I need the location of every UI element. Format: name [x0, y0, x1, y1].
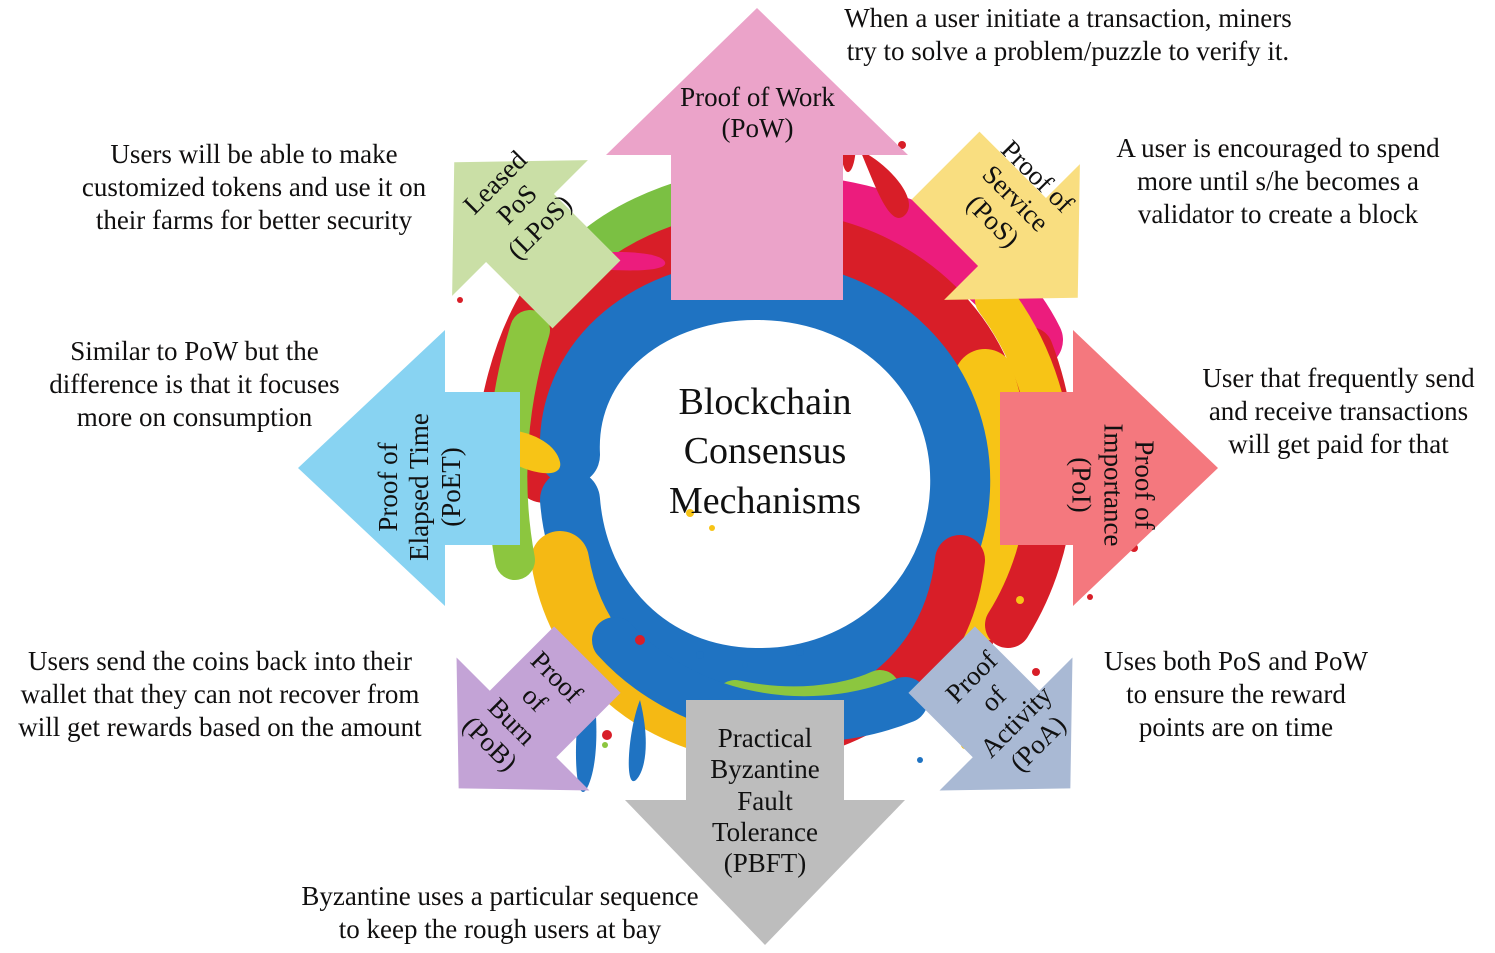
note-pob-line-3: will get rewards based on the amount	[18, 711, 422, 742]
note-poa: Uses both PoS and PoW to ensure the rewa…	[1076, 645, 1396, 744]
note-pbft-line-1: Byzantine uses a particular sequence	[301, 881, 699, 911]
note-pos-line-2: more until s/he becomes a	[1137, 165, 1419, 196]
note-pbft-line-2: to keep the rough users at bay	[338, 913, 662, 944]
center-title: Blockchain Consensus Mechanisms	[600, 378, 930, 526]
note-pow: When a user initiate a transaction, mine…	[818, 2, 1318, 68]
note-pos-line-1: A user is encouraged to spend	[1116, 133, 1440, 163]
center-title-line-3: Mechanisms	[668, 479, 862, 522]
arrow-poi[interactable]	[1000, 330, 1218, 606]
note-pbft: Byzantine uses a particular sequence to …	[255, 880, 745, 946]
note-poa-line-3: points are on time	[1138, 711, 1334, 742]
note-poet-line-2: difference is that it focuses	[49, 368, 340, 399]
note-poi-line-1: User that frequently send	[1202, 363, 1475, 393]
note-poi-line-3: will get paid for that	[1228, 428, 1449, 459]
note-poet-line-3: more on consumption	[76, 401, 313, 432]
note-pos: A user is encouraged to spend more until…	[1078, 132, 1478, 231]
center-title-line-1: Blockchain	[678, 381, 852, 423]
arrow-pow[interactable]	[606, 8, 908, 300]
note-pob: Users send the coins back into their wal…	[0, 645, 440, 744]
center-title-line-2: Consensus	[683, 430, 847, 473]
note-pob-line-2: wallet that they can not recover from	[20, 678, 420, 709]
note-lpos: Users will be able to make customized to…	[58, 138, 450, 237]
arrow-pos[interactable]	[878, 98, 1146, 366]
arrow-poa[interactable]	[875, 593, 1137, 855]
note-poa-line-2: to ensure the reward	[1126, 678, 1346, 709]
note-poet-line-1: Similar to PoW but the	[70, 336, 319, 366]
note-pos-line-3: validator to create a block	[1137, 198, 1419, 229]
note-poi: User that frequently send and receive tr…	[1182, 362, 1495, 461]
note-poa-line-1: Uses both PoS and PoW	[1103, 646, 1368, 676]
arrow-lpos[interactable]	[386, 94, 654, 362]
arrow-pbft[interactable]	[625, 700, 905, 945]
arrow-pob[interactable]	[392, 593, 654, 855]
note-lpos-line-3: their farms for better security	[95, 204, 413, 235]
arrow-poet[interactable]	[298, 330, 520, 606]
note-lpos-line-1: Users will be able to make	[110, 139, 398, 169]
note-pow-line-2: try to solve a problem/puzzle to verify …	[846, 35, 1290, 66]
note-pob-line-1: Users send the coins back into their	[28, 646, 412, 676]
note-lpos-line-2: customized tokens and use it on	[81, 171, 427, 202]
note-pow-line-1: When a user initiate a transaction, mine…	[844, 3, 1292, 33]
note-poet: Similar to PoW but the difference is tha…	[22, 335, 367, 434]
note-poi-line-2: and receive transactions	[1208, 395, 1469, 426]
